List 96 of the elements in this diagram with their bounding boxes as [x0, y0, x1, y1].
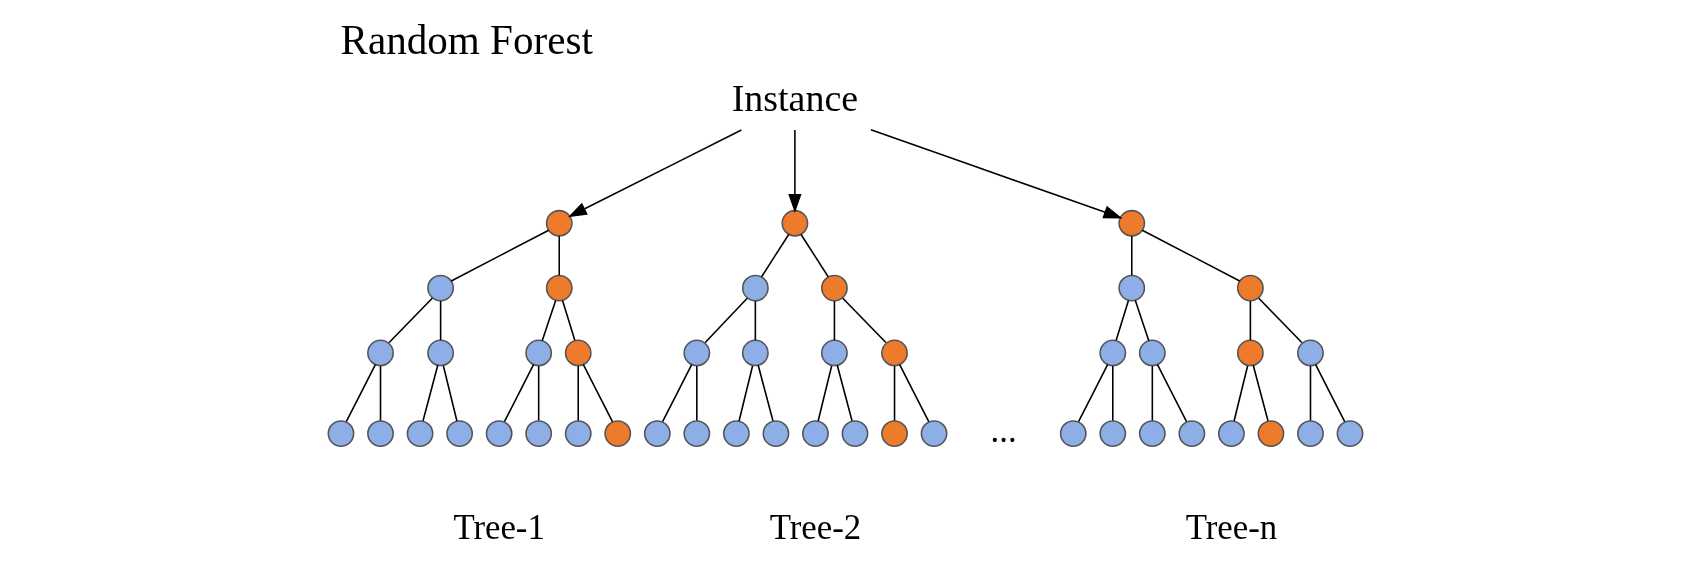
- label: Tree-n: [1185, 507, 1278, 547]
- connector: [558, 235, 561, 277]
- node-circle: [1297, 420, 1324, 448]
- node-text: Instance: [731, 77, 859, 120]
- connector: [1314, 363, 1346, 423]
- connector: [345, 363, 377, 423]
- node-circle: [446, 420, 474, 448]
- node-circle: [802, 420, 829, 448]
- label: Tree-2: [769, 507, 862, 547]
- connector: [1156, 363, 1188, 423]
- connector: [800, 233, 829, 278]
- node-circle: [722, 420, 750, 448]
- node-circle: [683, 339, 711, 367]
- connector: [1141, 229, 1241, 282]
- connector: [696, 365, 698, 422]
- node-circle: [841, 420, 869, 448]
- node-circle: [881, 339, 908, 367]
- node-circle: [1059, 420, 1087, 448]
- connector: [893, 365, 896, 422]
- connector: [833, 300, 836, 341]
- node-circle: [821, 274, 848, 302]
- arrow: [870, 129, 1123, 219]
- node-circle: [741, 339, 769, 367]
- node-circle: [1236, 339, 1264, 367]
- node-circle: [427, 339, 455, 367]
- node-circle: [920, 420, 948, 448]
- connector: [561, 299, 576, 342]
- node-circle: [781, 209, 809, 237]
- node-circle: [525, 420, 553, 448]
- label: ...: [990, 411, 1017, 451]
- connector: [842, 297, 887, 344]
- node-circle: [1336, 420, 1364, 448]
- connector: [760, 233, 790, 278]
- connector: [754, 300, 757, 341]
- node-circle: [1099, 420, 1127, 448]
- connector: [1252, 364, 1269, 422]
- node-circle: [564, 420, 592, 448]
- connector: [836, 364, 853, 422]
- diagram-title: Random Forest: [340, 16, 593, 63]
- node-circle: [1257, 420, 1285, 448]
- node-circle: [1138, 339, 1166, 367]
- node-circle: [821, 339, 848, 367]
- connector: [1249, 300, 1252, 341]
- node-circle: [545, 209, 573, 237]
- connector: [422, 364, 439, 422]
- node-circle: [604, 420, 632, 448]
- node-circle: [643, 420, 671, 448]
- connector: [537, 365, 540, 422]
- connector: [1309, 365, 1312, 422]
- arrow: [567, 129, 743, 218]
- connector: [1257, 297, 1303, 344]
- node-circle: [881, 420, 908, 448]
- connector: [582, 363, 614, 423]
- connector: [704, 297, 748, 344]
- node-circle: [1178, 420, 1206, 448]
- node-circle: [762, 420, 790, 448]
- node-circle: [367, 420, 394, 448]
- node-circle: [1138, 420, 1166, 448]
- node-circle: [406, 420, 434, 448]
- connector: [1130, 235, 1133, 277]
- node-circle: [427, 274, 455, 302]
- connector: [898, 363, 930, 423]
- node-circle: [564, 339, 592, 367]
- node-circle: [367, 339, 394, 367]
- arrow: [788, 129, 802, 213]
- connector: [1112, 365, 1114, 422]
- node-circle: [545, 274, 573, 302]
- connector: [442, 365, 458, 422]
- connector: [379, 365, 382, 422]
- node-circle: [1118, 274, 1146, 302]
- node-circle: [1297, 339, 1324, 367]
- node-circle: [1118, 209, 1146, 237]
- connector: [577, 365, 579, 422]
- connector: [1134, 299, 1150, 342]
- connector: [439, 300, 442, 341]
- connector: [817, 365, 833, 422]
- label: Tree-1: [453, 507, 545, 547]
- connector: [450, 229, 550, 282]
- connector: [1233, 365, 1249, 422]
- node-circle: [1217, 420, 1245, 448]
- connector: [1151, 365, 1154, 422]
- connector: [738, 365, 754, 422]
- node-circle: [525, 339, 553, 367]
- connector: [661, 363, 693, 423]
- node-circle: [327, 420, 355, 448]
- connector: [757, 364, 774, 422]
- node-circle: [1099, 339, 1127, 367]
- node-circle: [1236, 274, 1264, 302]
- connector: [503, 363, 535, 423]
- connector: [1077, 363, 1109, 423]
- connector: [1115, 299, 1130, 342]
- node-circle: [485, 420, 513, 448]
- connector: [541, 299, 557, 342]
- node-circle: [683, 420, 711, 448]
- node-circle: [741, 274, 769, 302]
- connector: [388, 297, 434, 344]
